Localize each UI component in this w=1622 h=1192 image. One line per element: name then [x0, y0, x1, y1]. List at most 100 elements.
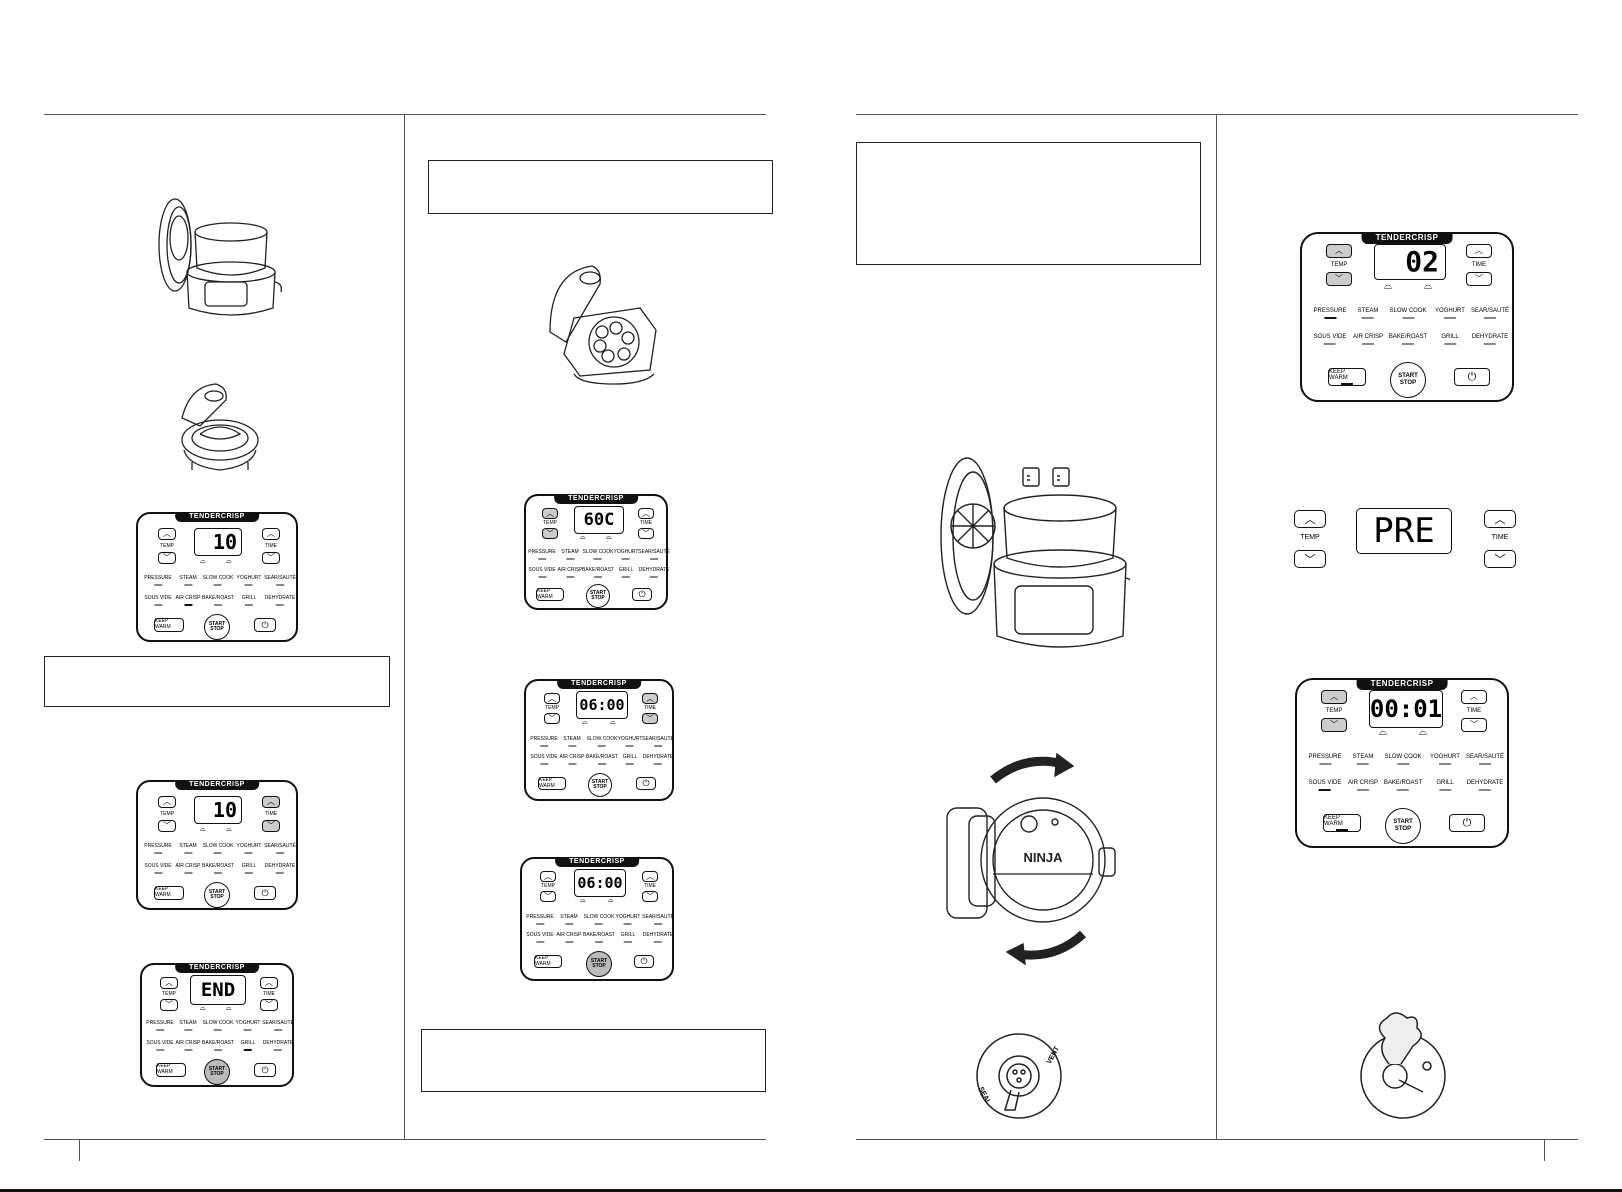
func-bake-roast[interactable]: BAKE/ROAST [202, 596, 234, 606]
func-sous-vide[interactable]: SOUS VIDE [144, 864, 172, 874]
keep-warm-button[interactable]: KEEP WARM [538, 777, 566, 790]
func-bake-roast[interactable]: BAKE/ROAST [582, 568, 614, 578]
power-button[interactable]: ⏻ [634, 955, 654, 968]
time-down-button[interactable]: ﹀ [262, 552, 280, 564]
func-steam[interactable]: STEAM [563, 737, 581, 747]
func-bake-roast[interactable]: BAKE/ROAST [583, 933, 615, 943]
temp-down-button[interactable]: ﹀ [1321, 718, 1347, 732]
temp-down-button[interactable]: ﹀ [542, 528, 558, 539]
keep-warm-button[interactable]: KEEP WARM [1323, 814, 1361, 832]
temp-down-button[interactable]: ﹀ [1326, 272, 1352, 286]
temp-up-button[interactable]: ︿ [544, 693, 560, 704]
func-dehydrate[interactable]: DEHYDRATE [265, 864, 295, 874]
time-up-button[interactable]: ︿ [1461, 690, 1487, 704]
func-air-crisp[interactable]: AIR CRISP [175, 1041, 201, 1051]
keep-warm-button[interactable]: KEEP WARM [156, 1063, 186, 1077]
func-yoghurt[interactable]: YOGHURT [237, 576, 261, 586]
func-dehydrate[interactable]: DEHYDRATE [263, 1041, 293, 1051]
time-down-button[interactable]: ﹀ [638, 528, 654, 539]
func-slow-cook[interactable]: SLOW COOK [583, 550, 613, 560]
func-sous-vide[interactable]: SOUS VIDE [530, 755, 558, 765]
power-button[interactable]: ⏻ [254, 886, 276, 900]
func-yoghurt[interactable]: YOGHURT [616, 915, 640, 925]
func-sear-saute[interactable]: SEAR/SAUTÉ [264, 844, 296, 854]
func-sear-saute[interactable]: SEAR/SAUTÉ [262, 1021, 294, 1031]
func-pressure[interactable]: PRESSURE [526, 915, 554, 925]
temp-up-button[interactable]: ︿ [1321, 690, 1347, 704]
time-up-button[interactable]: ︿ [642, 871, 658, 882]
func-sous-vide[interactable]: SOUS VIDE [1309, 780, 1341, 791]
power-button[interactable]: ⏻ [632, 588, 652, 601]
func-air-crisp[interactable]: AIR CRISP [559, 755, 585, 765]
temp-up-button[interactable]: ︿ [540, 871, 556, 882]
time-down-button[interactable]: ﹀ [1484, 550, 1516, 568]
time-down-button[interactable]: ﹀ [260, 999, 278, 1011]
func-sear-saute[interactable]: SEAR/SAUTÉ [642, 737, 674, 747]
keep-warm-button[interactable]: KEEP WARM [154, 886, 184, 900]
func-air-crisp[interactable]: AIR CRISP [175, 596, 201, 606]
func-dehydrate[interactable]: DEHYDRATE [1467, 780, 1503, 791]
func-dehydrate[interactable]: DEHYDRATE [639, 568, 669, 578]
keep-warm-button[interactable]: KEEP WARM [536, 588, 564, 601]
func-pressure[interactable]: PRESSURE [1308, 754, 1342, 765]
func-yoghurt[interactable]: YOGHURT [614, 550, 638, 560]
temp-up-button[interactable]: ︿ [160, 977, 178, 989]
temp-up-button[interactable]: ︿ [158, 796, 176, 808]
time-up-button[interactable]: ︿ [1484, 510, 1516, 528]
keep-warm-button[interactable]: KEEP WARM [1328, 368, 1366, 386]
func-steam[interactable]: STEAM [179, 1021, 197, 1031]
func-yoghurt[interactable]: YOGHURT [237, 844, 261, 854]
keep-warm-button[interactable]: KEEP WARM [534, 955, 562, 968]
func-air-crisp[interactable]: AIR CRISP [556, 933, 582, 943]
func-steam[interactable]: STEAM [179, 576, 197, 586]
func-bake-roast[interactable]: BAKE/ROAST [202, 864, 234, 874]
time-up-button[interactable]: ︿ [638, 508, 654, 519]
func-air-crisp[interactable]: AIR CRISP [175, 864, 201, 874]
func-sous-vide[interactable]: SOUS VIDE [526, 933, 554, 943]
func-pressure[interactable]: PRESSURE [1313, 308, 1347, 319]
func-steam[interactable]: STEAM [1353, 754, 1373, 765]
func-slow-cook[interactable]: SLOW COOK [203, 576, 233, 586]
keep-warm-button[interactable]: KEEP WARM [154, 618, 184, 632]
func-dehydrate[interactable]: DEHYDRATE [643, 755, 673, 765]
func-grill[interactable]: GRILL [241, 1041, 255, 1051]
func-dehydrate[interactable]: DEHYDRATE [1472, 334, 1508, 345]
func-steam[interactable]: STEAM [561, 550, 579, 560]
temp-up-button[interactable]: ︿ [1294, 510, 1326, 528]
func-yoghurt[interactable]: YOGHURT [1430, 754, 1460, 765]
time-down-button[interactable]: ﹀ [1461, 718, 1487, 732]
time-down-button[interactable]: ﹀ [642, 713, 658, 724]
func-grill[interactable]: GRILL [242, 596, 256, 606]
time-up-button[interactable]: ︿ [262, 528, 280, 540]
func-steam[interactable]: STEAM [560, 915, 578, 925]
func-grill[interactable]: GRILL [242, 864, 256, 874]
func-grill[interactable]: GRILL [1441, 334, 1459, 345]
func-bake-roast[interactable]: BAKE/ROAST [586, 755, 618, 765]
func-slow-cook[interactable]: SLOW COOK [1389, 308, 1427, 319]
func-slow-cook[interactable]: SLOW COOK [587, 737, 617, 747]
func-slow-cook[interactable]: SLOW COOK [584, 915, 614, 925]
func-steam[interactable]: STEAM [179, 844, 197, 854]
func-sous-vide[interactable]: SOUS VIDE [146, 1041, 174, 1051]
temp-up-button[interactable]: ︿ [158, 528, 176, 540]
func-pressure[interactable]: PRESSURE [530, 737, 558, 747]
func-grill[interactable]: GRILL [621, 933, 635, 943]
func-dehydrate[interactable]: DEHYDRATE [265, 596, 295, 606]
time-up-button[interactable]: ︿ [1466, 244, 1492, 258]
func-bake-roast[interactable]: BAKE/ROAST [1389, 334, 1427, 345]
func-pressure[interactable]: PRESSURE [144, 844, 172, 854]
func-grill[interactable]: GRILL [1436, 780, 1454, 791]
func-steam[interactable]: STEAM [1358, 308, 1378, 319]
power-button[interactable]: ⏻ [1454, 368, 1490, 386]
func-air-crisp[interactable]: AIR CRISP [557, 568, 583, 578]
power-button[interactable]: ⏻ [636, 777, 656, 790]
func-sear-saute[interactable]: SEAR/SAUTÉ [264, 576, 296, 586]
temp-down-button[interactable]: ﹀ [158, 820, 176, 832]
time-down-button[interactable]: ﹀ [642, 891, 658, 902]
func-air-crisp[interactable]: AIR CRISP [1348, 780, 1378, 791]
func-sear-saute[interactable]: SEAR/SAUTÉ [1466, 754, 1504, 765]
